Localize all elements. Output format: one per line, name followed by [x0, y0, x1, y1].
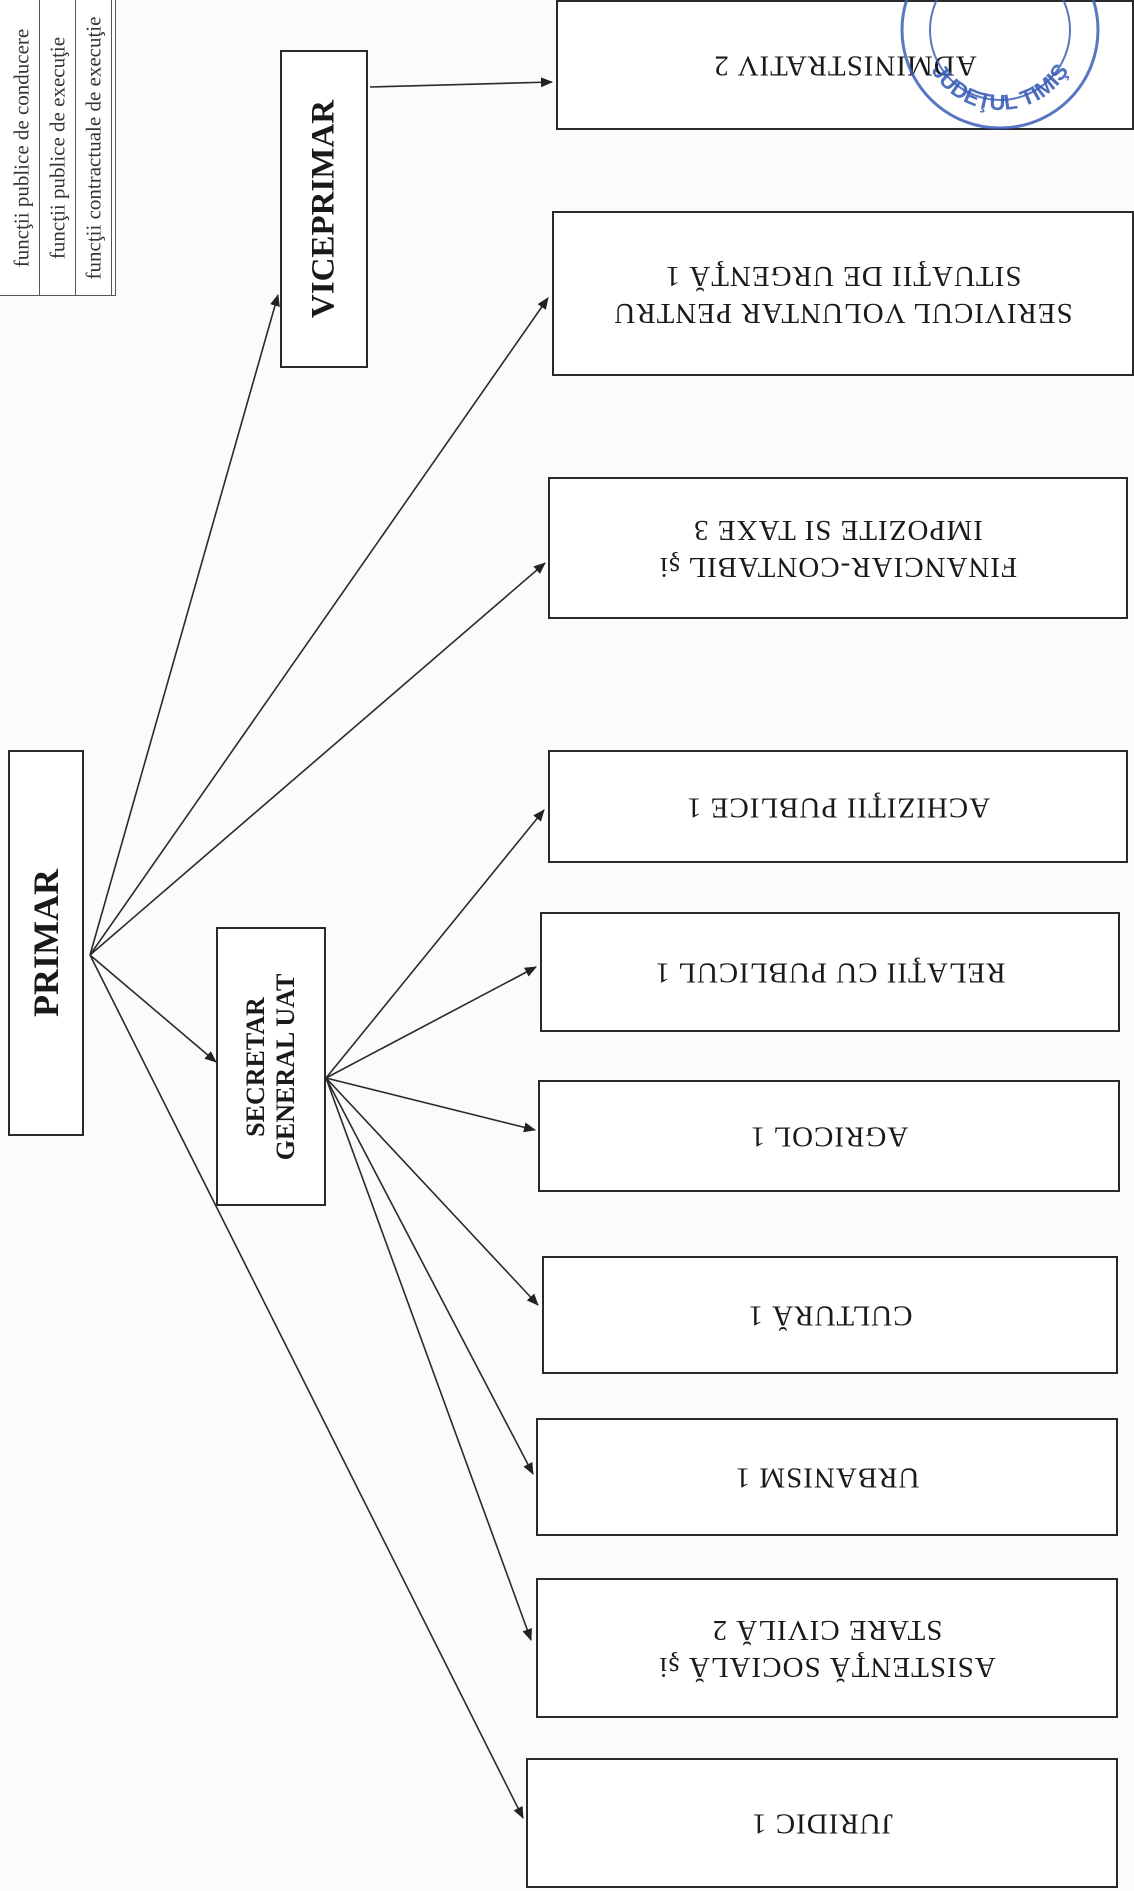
arrow-secretar-cultura — [325, 1077, 539, 1306]
node-administrativ-label: ADMINISTRATIV 2 — [713, 46, 976, 83]
node-juridic-line1: JURIDIC 1 — [751, 1807, 893, 1840]
node-primar: PRIMAR — [8, 750, 84, 1136]
node-primar-label: PRIMAR — [26, 869, 66, 1017]
node-financiar-line1: FINANCIAR-CONTABIL şi — [658, 551, 1018, 584]
legend-row-contractuale: funcţii contractuale de execuţie — [76, 0, 112, 295]
node-viceprimar-label: VICEPRIMAR — [305, 99, 342, 319]
node-juridic: JURIDIC 1 — [526, 1758, 1118, 1888]
node-cultura-line1: CULTURĂ 1 — [747, 1299, 913, 1332]
arrow-primar-financiar — [89, 562, 546, 956]
arrow-secretar-asistenta — [325, 1077, 532, 1641]
node-agricol-line1: AGRICOL 1 — [749, 1120, 909, 1153]
legend-row-executie: funcţii publice de execuţie — [40, 0, 76, 295]
node-cultura: CULTURĂ 1 — [542, 1256, 1118, 1374]
node-urbanism: URBANISM 1 — [536, 1418, 1118, 1536]
node-serviciul-voluntar: SERIVICUL VOLUNTAR PENTRU SITUAŢII DE UR… — [552, 211, 1134, 376]
arrow-primar-secretar — [89, 954, 217, 1063]
node-serviciul-voluntar-label: SERIVICUL VOLUNTAR PENTRU SITUAŢII DE UR… — [613, 256, 1072, 330]
node-relatii-publicul: RELAŢII CU PUBLICUL 1 — [540, 912, 1120, 1032]
node-agricol: AGRICOL 1 — [538, 1080, 1120, 1192]
arrow-secretar-relatii — [325, 966, 537, 1079]
node-asistenta-sociala: ASISTENŢĂ SOCIALĂ şi STARE CIVILĂ 2 — [536, 1578, 1118, 1718]
arrow-primar-serviciul-voluntar — [89, 297, 549, 956]
node-financiar: FINANCIAR-CONTABIL şi IMPOZITE SI TAXE 3 — [548, 477, 1128, 619]
node-relatii-line1: RELAŢII CU PUBLICUL 1 — [654, 956, 1006, 989]
arrow-viceprimar-administrativ — [369, 77, 553, 88]
arrow-secretar-agricol — [325, 1077, 536, 1133]
node-asistenta-line1: ASISTENŢĂ SOCIALĂ şi — [658, 1651, 996, 1684]
node-achizitii-label: ACHIZIŢII PUBLICE 1 — [686, 788, 990, 825]
node-viceprimar: VICEPRIMAR — [280, 50, 368, 368]
node-agricol-label: AGRICOL 1 — [750, 1117, 909, 1154]
node-asistenta-line2: STARE CIVILĂ 2 — [711, 1614, 943, 1646]
node-serviciul-voluntar-line2: SITUAŢII DE URGENŢĂ 1 — [664, 259, 1022, 292]
legend-row-conducere: funcţii publice de conducere — [4, 0, 40, 295]
node-serviciul-voluntar-line1: SERIVICUL VOLUNTAR PENTRU — [613, 296, 1073, 329]
node-asistenta-label: ASISTENŢĂ SOCIALĂ şi STARE CIVILĂ 2 — [658, 1611, 995, 1685]
node-achizitii: ACHIZIŢII PUBLICE 1 — [548, 750, 1128, 863]
node-secretar-line2: GENERAL UAT — [271, 973, 300, 1160]
node-relatii-label: RELAŢII CU PUBLICUL 1 — [655, 953, 1006, 990]
legend-table: funcţii publice de conducere funcţii pub… — [0, 0, 116, 296]
node-achizitii-line1: ACHIZIŢII PUBLICE 1 — [685, 791, 991, 824]
node-secretar-line1: SECRETAR — [241, 996, 271, 1137]
node-urbanism-label: URBANISM 1 — [735, 1458, 920, 1495]
node-financiar-line2: IMPOZITE SI TAXE 3 — [693, 514, 983, 546]
node-administrativ: ADMINISTRATIV 2 — [556, 0, 1134, 130]
node-administrativ-line1: ADMINISTRATIV 2 — [713, 49, 977, 82]
node-urbanism-line1: URBANISM 1 — [734, 1461, 920, 1494]
arrow-secretar-urbanism — [325, 1077, 534, 1475]
node-cultura-label: CULTURĂ 1 — [747, 1296, 912, 1333]
node-financiar-label: FINANCIAR-CONTABIL şi IMPOZITE SI TAXE 3 — [659, 511, 1017, 585]
arrow-primar-juridic — [89, 954, 524, 1819]
node-juridic-label: JURIDIC 1 — [751, 1804, 893, 1841]
arrow-primar-viceprimar — [89, 294, 280, 956]
node-secretar-general: SECRETAR GENERAL UAT — [216, 927, 326, 1206]
arrow-secretar-achizitii — [325, 809, 545, 1079]
